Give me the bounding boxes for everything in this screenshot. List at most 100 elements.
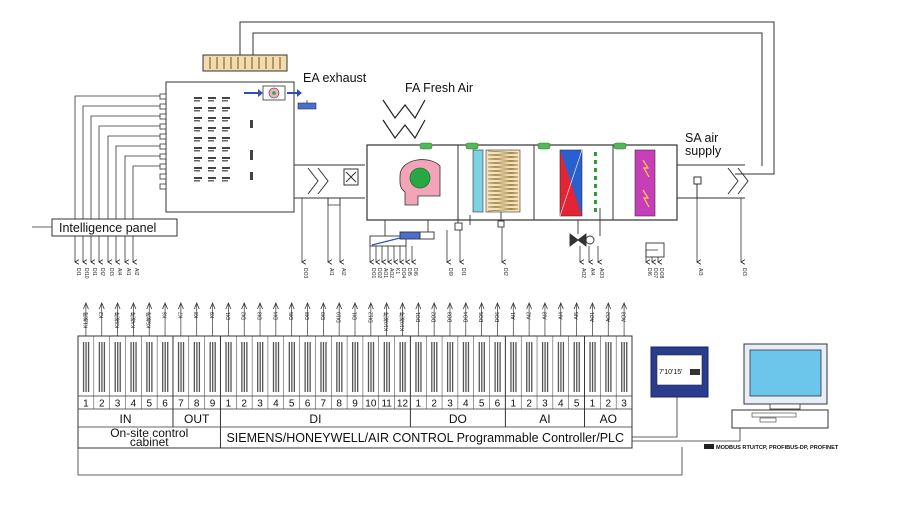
plc-terminal-number: 4 <box>131 399 137 410</box>
panel-signal-label: DI2 <box>99 268 105 276</box>
panel-signal-label: DI1 <box>91 268 97 276</box>
ea-exhaust-label: EA exhaust <box>303 71 367 85</box>
plc-terminal-number: 6 <box>495 399 501 410</box>
plc-section-label: IN <box>119 412 131 426</box>
panel-wiring <box>75 95 160 262</box>
plc-terminal-number: 2 <box>526 399 532 410</box>
plc-terminal-number: 2 <box>241 399 247 410</box>
duct-signal-label: DI6 <box>646 268 652 276</box>
cabinet-label-2: cabinet <box>130 435 169 449</box>
plc-column-label: AI5 <box>574 312 580 320</box>
panel-signal-label: AI2 <box>133 268 139 276</box>
plc-column-label: DI4 <box>273 312 279 320</box>
plc-terminal-number: 4 <box>463 399 469 410</box>
plc-terminal-number: 5 <box>574 399 580 410</box>
plc-section-label: OUT <box>184 412 210 426</box>
plc-terminal-number: 6 <box>162 399 168 410</box>
ea-sensor-icon <box>297 102 317 110</box>
plc-column-label: DI2 <box>242 312 248 320</box>
duct-signal-label: AI4 <box>589 268 595 276</box>
plc-column-label: DO3 <box>447 312 453 323</box>
plc-column-label: AI4 <box>558 312 564 320</box>
duct-signal-label: AO3 <box>598 268 604 278</box>
control-panel-box <box>159 81 317 213</box>
exhaust-fan-icon <box>262 85 286 101</box>
electric-heater-icon <box>634 149 656 217</box>
plc-terminal-block: INK1故障1K22K3故障3K4故障4K5故障5K66OUTK77K88K99… <box>77 301 633 449</box>
fresh-air-damper-icon <box>382 99 426 140</box>
plc-terminal-number: 4 <box>558 399 564 410</box>
duct-outlet <box>677 164 749 199</box>
plc-column-label: K10故障 <box>399 312 406 331</box>
duct-inlet <box>294 164 365 199</box>
plc-column-label: K3故障 <box>114 312 121 328</box>
plc-column-label: AI2 <box>527 312 533 320</box>
plc-column-label: DI5 <box>289 312 295 320</box>
duct-signal-wiring <box>302 198 741 262</box>
plc-terminal-number: 1 <box>416 399 422 410</box>
computer-icon <box>731 343 829 429</box>
plc-column-label: AO1 <box>590 312 596 322</box>
duct-signal-label: DI2 <box>502 268 508 276</box>
plc-terminal-number: 8 <box>336 399 342 410</box>
plc-section-label: AI <box>539 412 550 426</box>
plc-section-label: AO <box>600 412 617 426</box>
plc-terminal-number: 5 <box>289 399 295 410</box>
plc-terminal-number: 12 <box>397 399 409 410</box>
plc-column-label: K9 <box>210 312 216 318</box>
plc-column-label: DO5 <box>479 312 485 323</box>
valve-actuator-icons <box>369 208 665 258</box>
duct-signal-label: DO8 <box>658 268 664 279</box>
plc-terminal-number: 3 <box>115 399 121 410</box>
plc-terminal-number: 1 <box>511 399 517 410</box>
plc-column-label: DI1 <box>353 312 359 320</box>
duct-signal-label: DI1 <box>460 268 466 276</box>
plc-column-label: AI3 <box>542 312 548 320</box>
plc-column-label: K2 <box>99 312 105 318</box>
plc-column-label: DO2 <box>432 312 438 323</box>
svg-text:MODBUS RTU/TCP, PROFIBUS-DP, P: MODBUS RTU/TCP, PROFIBUS-DP, PROFINET <box>716 445 839 451</box>
duct-signal-label: DI3 <box>741 268 747 276</box>
plc-terminal-number: 2 <box>605 399 611 410</box>
plc-column-label: DI3 <box>258 312 264 320</box>
plc-section-label: DO <box>449 412 467 426</box>
plc-column-label: K10故障 <box>383 312 390 331</box>
duct-signal-label: AI2 <box>340 268 346 276</box>
panel-signal-label: DI3 <box>108 268 114 276</box>
plc-column-label: K1故障 <box>82 312 89 328</box>
duct-signal-label: AO2 <box>388 268 394 278</box>
duct-signal-label: K1 <box>394 268 400 274</box>
duct-signal-label: AO1 <box>382 268 388 278</box>
duct-signal-label: DO4 <box>400 268 406 279</box>
plc-terminal-number: 2 <box>99 399 105 410</box>
plc-terminal-number: 9 <box>210 399 216 410</box>
plc-column-label: DO1 <box>416 312 422 323</box>
plc-terminal-number: 11 <box>381 399 392 410</box>
duct-signal-label: DO3 <box>302 268 308 279</box>
duct-signal-label: AO2 <box>580 268 586 278</box>
plc-terminal-number: 9 <box>352 399 358 410</box>
plc-terminal-number: 8 <box>194 399 200 410</box>
plc-terminal-number: 6 <box>305 399 311 410</box>
plc-terminal-number: 1 <box>83 399 89 410</box>
plc-column-label: DI10 <box>337 312 343 323</box>
fa-fresh-air-label: FA Fresh Air <box>405 81 473 95</box>
plc-terminal-number: 5 <box>479 399 485 410</box>
plc-terminal-number: 7 <box>321 399 327 410</box>
plc-terminal-number: 3 <box>621 399 627 410</box>
plc-column-label: K5故障 <box>146 312 153 328</box>
plc-terminal-number: 7 <box>178 399 184 410</box>
plc-column-label: DI8 <box>305 312 311 320</box>
display-panel: 7'10'15' <box>650 346 709 398</box>
duct-signal-label: AI3 <box>697 268 703 276</box>
plc-column-label: DI12 <box>368 312 374 323</box>
plc-column-label: DO6 <box>495 312 501 323</box>
plc-section-label: DI <box>309 412 321 426</box>
plc-terminal-number: 1 <box>226 399 232 410</box>
plc-label: SIEMENS/HONEYWELL/AIR CONTROL Programmab… <box>226 431 624 445</box>
duct-signal-label: DI6 <box>412 268 418 276</box>
cabinet-label: On-site control <box>110 426 188 440</box>
air-handling-unit <box>366 142 678 221</box>
